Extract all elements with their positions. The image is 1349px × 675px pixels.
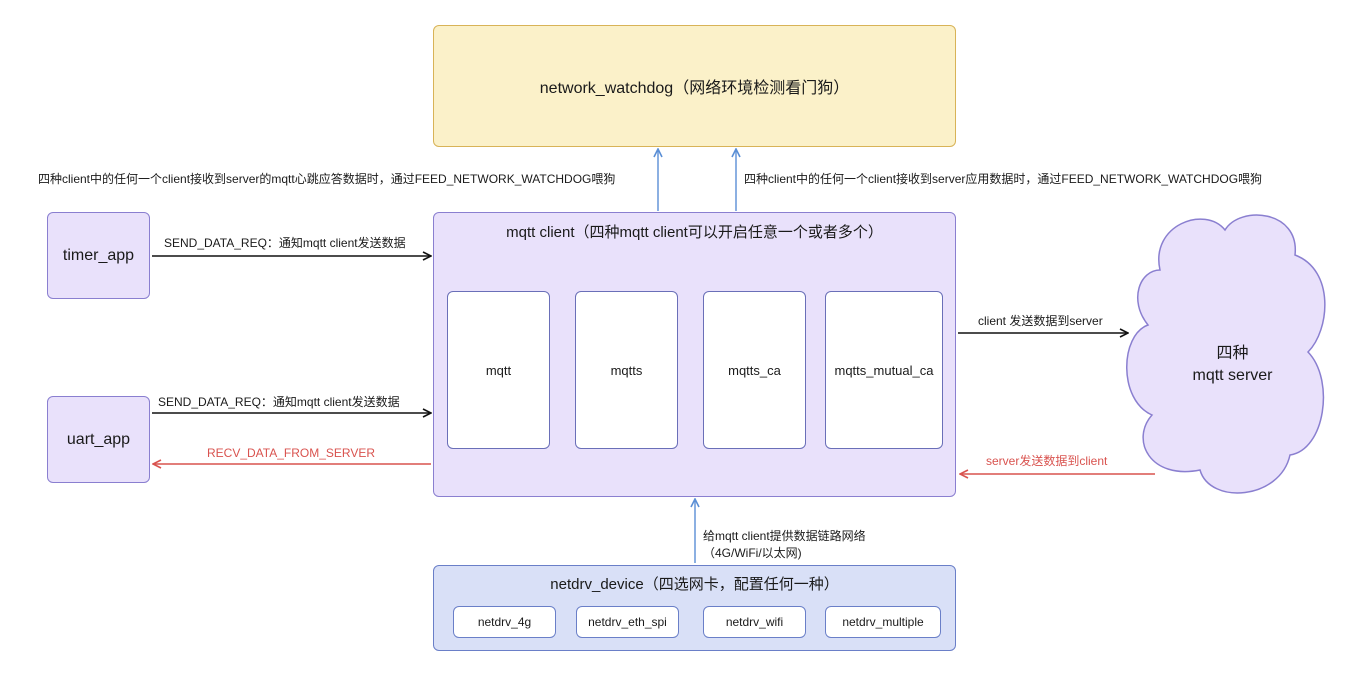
timer-app-label: timer_app bbox=[62, 246, 135, 264]
variant-mqtts-mutual-ca: mqtts_mutual_ca bbox=[825, 291, 943, 449]
variant-mqtt: mqtt bbox=[447, 291, 550, 449]
netdrv-4g-card: netdrv_4g bbox=[453, 606, 556, 638]
uart-send-label: SEND_DATA_REQ：通知mqtt client发送数据 bbox=[158, 395, 400, 409]
netdrv-multiple-card: netdrv_multiple bbox=[825, 606, 941, 638]
recv-from-server-label: RECV_DATA_FROM_SERVER bbox=[207, 446, 376, 460]
mqtt-server-label: 四种 mqtt server bbox=[1140, 343, 1325, 387]
mqtt-client-box: mqtt client（四种mqtt client可以开启任意一个或者多个） m… bbox=[433, 212, 956, 497]
netdrv-wifi-card: netdrv_wifi bbox=[703, 606, 806, 638]
uart-app-label: uart_app bbox=[66, 430, 131, 448]
uart-app-box: uart_app bbox=[47, 396, 150, 483]
timer-app-box: timer_app bbox=[47, 212, 150, 299]
client-to-server-label: client 发送数据到server bbox=[978, 314, 1103, 328]
timer-send-label: SEND_DATA_REQ：通知mqtt client发送数据 bbox=[164, 236, 406, 250]
mqtt-server-line2: mqtt server bbox=[1192, 367, 1273, 384]
netdrv-device-title: netdrv_device（四选网卡，配置任何一种） bbox=[550, 576, 839, 593]
netdrv-link-sublabel: （4G/WiFi/以太网) bbox=[703, 546, 802, 560]
variant-mqtts: mqtts bbox=[575, 291, 678, 449]
netdrv-device-box: netdrv_device（四选网卡，配置任何一种） netdrv_4g net… bbox=[433, 565, 956, 651]
netdrv-link-label: 给mqtt client提供数据链路网络 bbox=[703, 529, 866, 543]
mqtt-server-line1: 四种 bbox=[1216, 345, 1249, 362]
network-watchdog-label: network_watchdog（网络环境检测看门狗） bbox=[539, 80, 850, 97]
appdata-feed-label: 四种client中的任何一个client接收到server应用数据时，通过FEE… bbox=[744, 172, 1263, 186]
heartbeat-feed-label: 四种client中的任何一个client接收到server的mqtt心跳应答数据… bbox=[38, 172, 616, 186]
netdrv-eth-spi-card: netdrv_eth_spi bbox=[576, 606, 679, 638]
variant-mqtts-ca: mqtts_ca bbox=[703, 291, 806, 449]
mqtt-client-title: mqtt client（四种mqtt client可以开启任意一个或者多个） bbox=[506, 224, 883, 241]
network-watchdog-box: network_watchdog（网络环境检测看门狗） bbox=[433, 25, 956, 147]
server-to-client-label: server发送数据到client bbox=[986, 454, 1108, 468]
mqtt-server-cloud bbox=[1126, 214, 1326, 494]
